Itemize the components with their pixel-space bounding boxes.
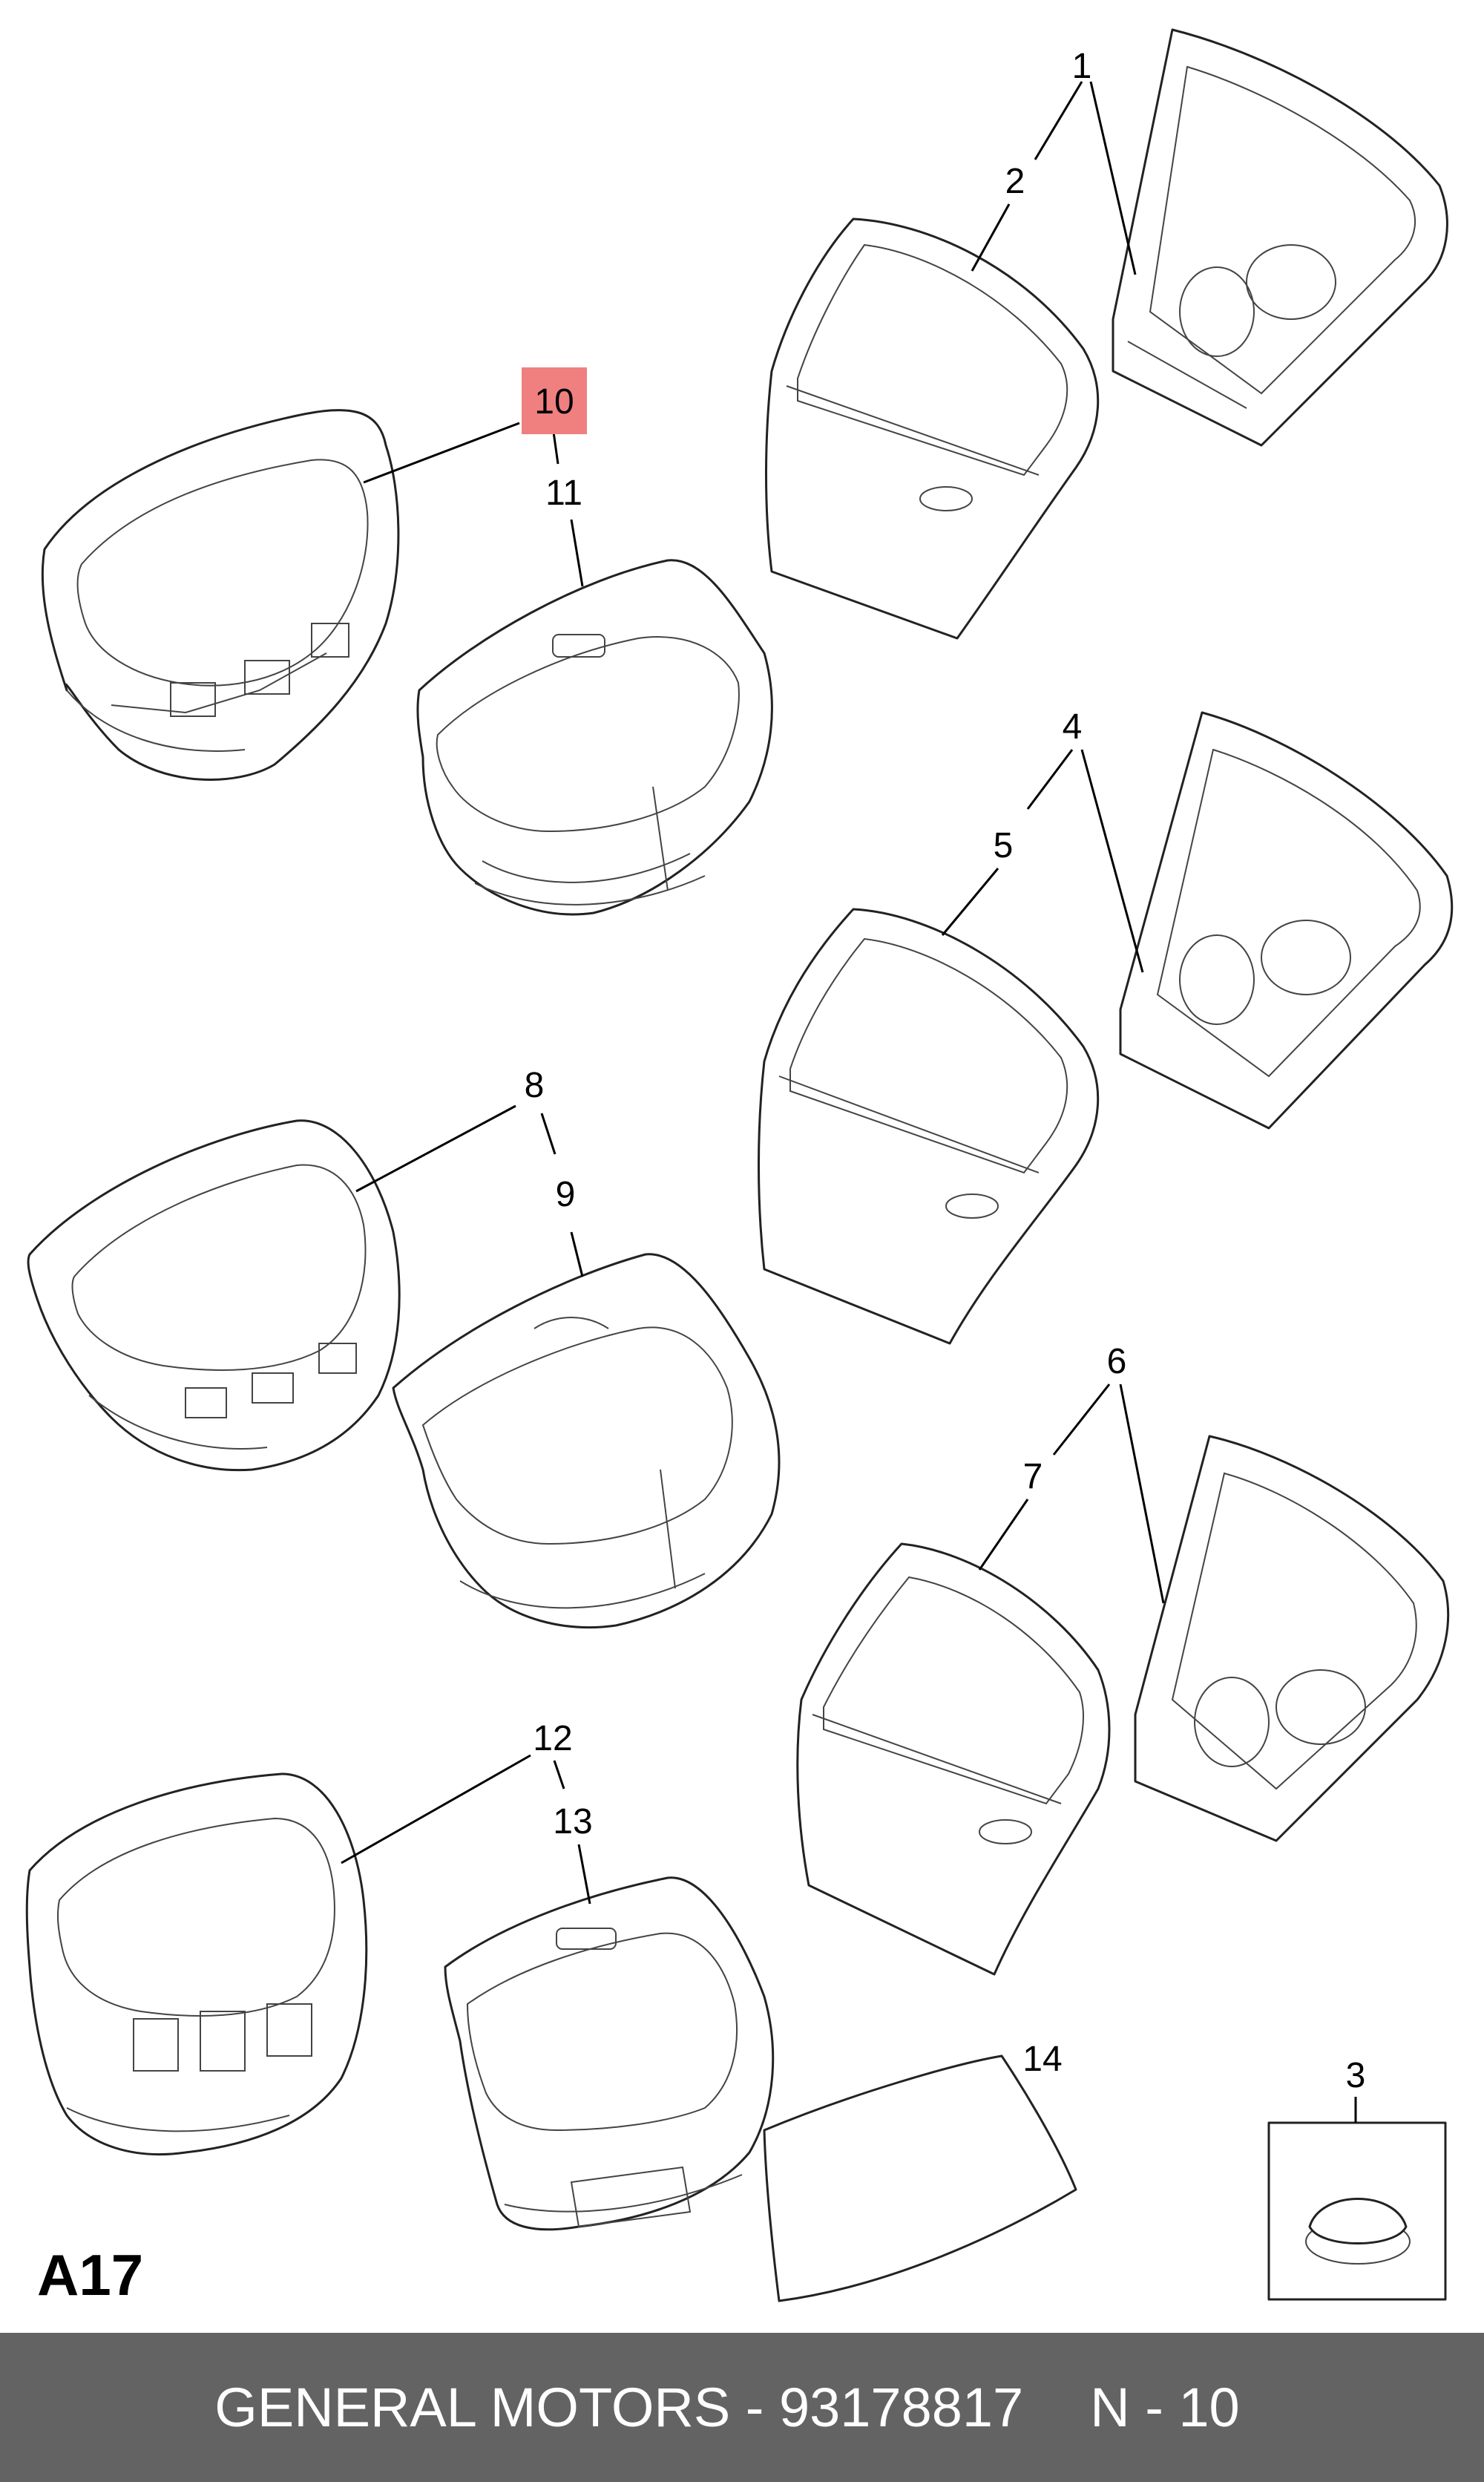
liftgate-outer-panel-9 xyxy=(392,1253,781,1628)
liftgate-inner-frame-10 xyxy=(41,409,400,781)
callout-14[interactable]: 14 xyxy=(1022,2040,1062,2079)
callout-2[interactable]: 2 xyxy=(1005,162,1025,201)
callout-11[interactable]: 11 xyxy=(545,474,582,513)
rear-door-inner-4 xyxy=(1119,711,1454,1130)
liftgate-outer-panel-13 xyxy=(444,1876,775,2231)
callout-9[interactable]: 9 xyxy=(556,1175,576,1214)
callout-4[interactable]: 4 xyxy=(1063,707,1083,747)
liftgate-inner-frame-8 xyxy=(27,1119,401,1472)
callout-7[interactable]: 7 xyxy=(1023,1457,1043,1496)
rear-door-inner-1 xyxy=(1112,28,1448,447)
callout-highlight-10 xyxy=(522,367,587,434)
rear-door-inner-6 xyxy=(1134,1435,1450,1842)
callout-8[interactable]: 8 xyxy=(525,1066,545,1105)
parts-diagram: 1 2 3 4 5 6 7 8 9 10 11 12 13 14 xyxy=(25,28,1454,2302)
callout-1[interactable]: 1 xyxy=(1072,47,1092,86)
callout-6[interactable]: 6 xyxy=(1107,1342,1127,1381)
plug-inset-box-3 xyxy=(1267,2121,1447,2301)
callout-10[interactable]: 10 xyxy=(534,382,574,422)
rear-window-glass-14 xyxy=(763,2054,1077,2302)
leader-lines xyxy=(341,81,1357,2123)
liftgate-outer-panel-11 xyxy=(416,559,773,916)
diagram-code: A17 xyxy=(37,2242,144,2308)
callout-13[interactable]: 13 xyxy=(553,1802,592,1841)
rear-door-shell-5 xyxy=(758,908,1100,1345)
liftgate-inner-frame-12 xyxy=(25,1772,368,2155)
callout-12[interactable]: 12 xyxy=(533,1719,572,1758)
rear-door-shell-7 xyxy=(796,1542,1111,1976)
footer-brand-part: GENERAL MOTORS - 93178817 xyxy=(214,2377,1024,2438)
footer-bar: GENERAL MOTORS - 93178817 N - 10 xyxy=(0,2333,1484,2482)
rear-door-shell-2 xyxy=(765,217,1100,640)
callout-5[interactable]: 5 xyxy=(994,826,1014,865)
callout-3[interactable]: 3 xyxy=(1346,2056,1366,2095)
footer-ref: N - 10 xyxy=(1090,2377,1240,2438)
callout-labels: 1 2 3 4 5 6 7 8 9 10 11 12 13 14 xyxy=(525,47,1366,2095)
